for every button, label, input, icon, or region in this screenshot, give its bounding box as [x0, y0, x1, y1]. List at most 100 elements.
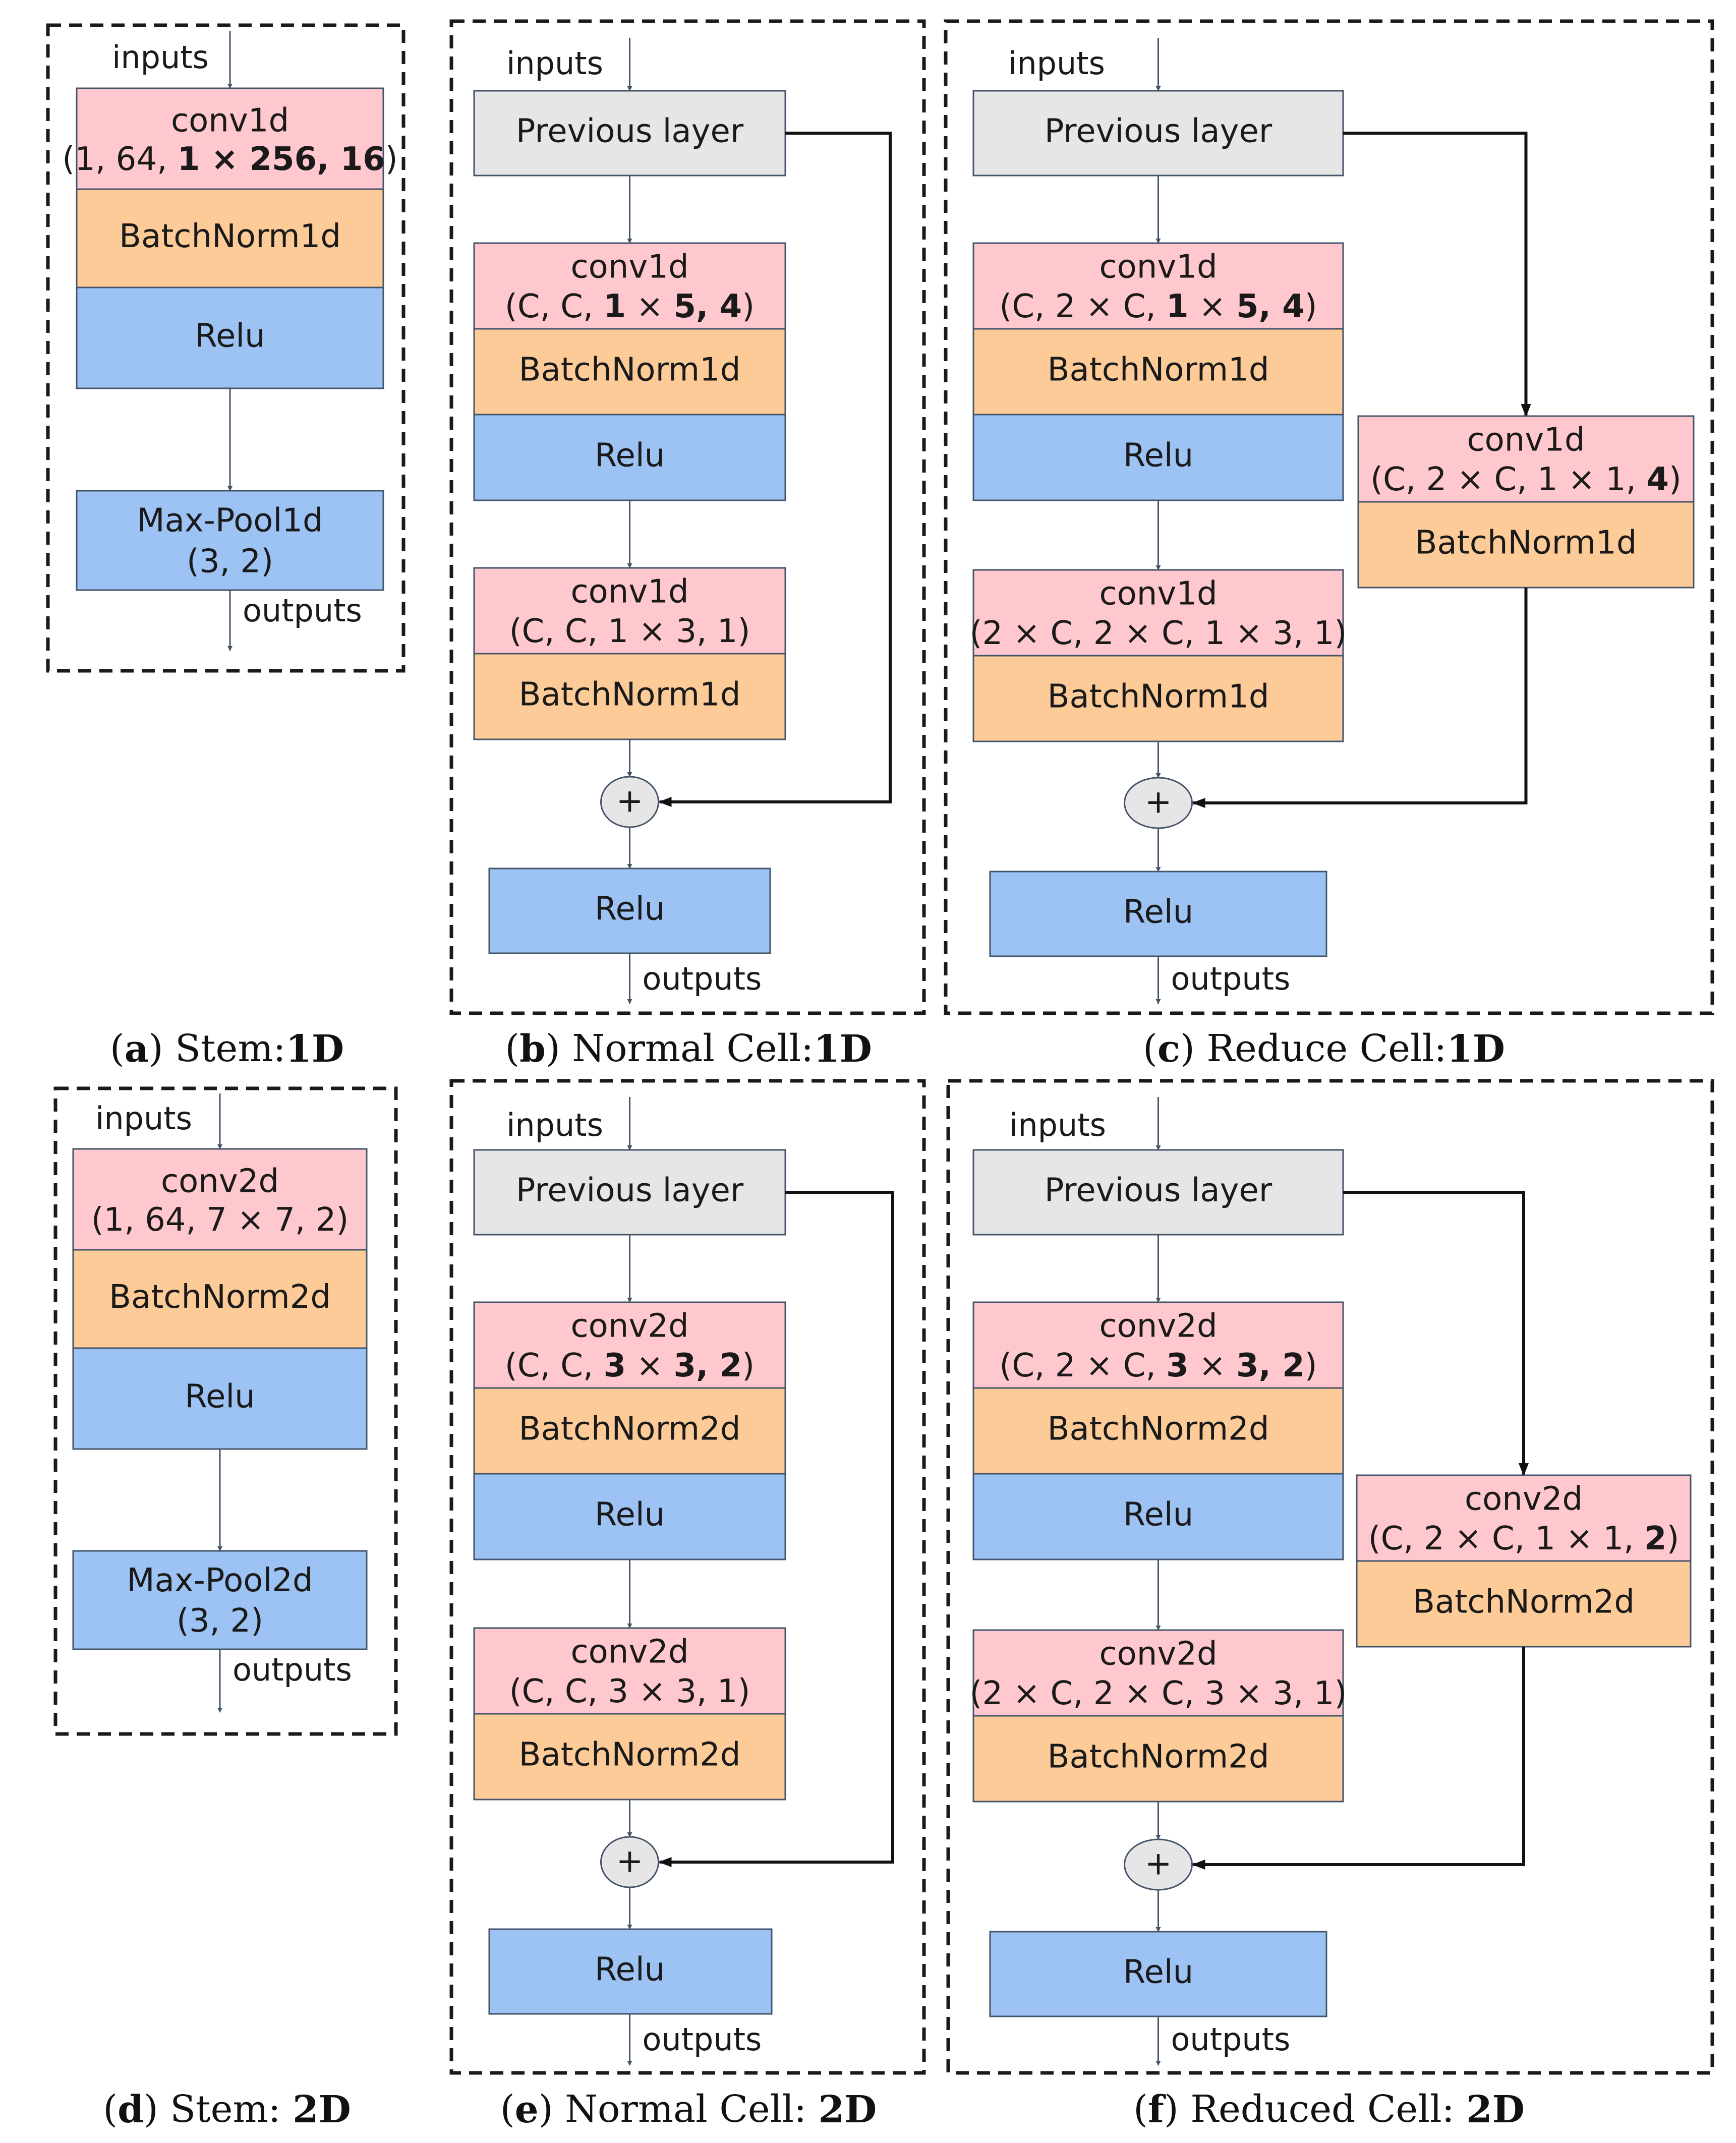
stem1d-caption: (a) Stem:1D	[110, 1027, 344, 1070]
stem1d-outputs-label: outputs	[243, 592, 362, 629]
stem1d-maxpool-box	[76, 490, 384, 591]
reduce2d-conv2-params: (2 × C, 2 × C, 3 × 3, 1)	[970, 1675, 1347, 1712]
normal2d-conv2-name: conv2d	[570, 1634, 688, 1671]
stem2d-conv-box	[72, 1148, 368, 1251]
reduce1d-panel	[944, 19, 1714, 1015]
stem1d-inputs-label: inputs	[112, 39, 209, 76]
normal2d-relu1-box	[473, 1473, 786, 1560]
stem1d-conv-params: (1, 64, 1 × 256, 16)	[62, 141, 397, 178]
reduce1d-skip-conv-name: conv1d	[1467, 422, 1585, 459]
stem1d-maxpool-name: Max-Pool1d	[137, 502, 323, 540]
stem2d-batchnorm-box	[72, 1249, 368, 1349]
normal1d-inputs-label: inputs	[506, 45, 603, 82]
normal1d-batchnorm1-box	[473, 328, 786, 416]
reduce1d-relu-out-box	[989, 871, 1327, 957]
reduce2d-relu1-label: Relu	[1123, 1496, 1193, 1534]
reduce2d-relu-out-label: Relu	[1123, 1954, 1193, 1991]
normal1d-previous-layer-label: Previous layer	[516, 113, 744, 150]
normal1d-batchnorm1-label: BatchNorm1d	[519, 352, 741, 389]
normal2d-relu-out-label: Relu	[595, 1951, 665, 1989]
reduce2d-batchnorm1-label: BatchNorm2d	[1048, 1411, 1269, 1448]
reduce1d-outputs-label: outputs	[1171, 960, 1291, 997]
reduce1d-batchnorm2-label: BatchNorm1d	[1048, 678, 1269, 716]
stem1d-conv-box	[76, 87, 384, 190]
reduce2d-conv2-box	[972, 1629, 1344, 1717]
normal1d-conv1-name: conv1d	[570, 249, 688, 286]
reduce1d-skip-conv-box	[1357, 415, 1695, 503]
reduce2d-caption: (f) Reduced Cell: 2D	[1133, 2088, 1525, 2131]
normal1d-relu1-label: Relu	[595, 437, 665, 475]
reduce1d-conv1-name: conv1d	[1099, 249, 1217, 286]
reduce2d-inputs-label: inputs	[1009, 1107, 1106, 1143]
normal2d-batchnorm1-box	[473, 1387, 786, 1475]
reduce1d-conv1-box	[972, 242, 1344, 330]
stem2d-conv-params: (1, 64, 7 × 7, 2)	[91, 1201, 349, 1239]
normal1d-conv2-box	[473, 567, 786, 655]
normal2d-conv2-params: (C, C, 3 × 3, 1)	[509, 1673, 750, 1710]
reduce2d-batchnorm1-box	[972, 1387, 1344, 1475]
normal1d-batchnorm2-box	[473, 653, 786, 740]
normal1d-conv1-params: (C, C, 1 × 5, 4)	[505, 288, 755, 325]
reduce2d-add-symbol: +	[1145, 1845, 1172, 1883]
stem2d-outputs-label: outputs	[233, 1651, 352, 1688]
reduce2d-skip-connection-out	[1192, 1647, 1525, 1870]
normal2d-relu1-label: Relu	[595, 1496, 665, 1534]
reduce2d-skip-conv-box	[1356, 1474, 1692, 1562]
normal2d-previous-layer-box	[473, 1149, 786, 1236]
reduce2d-outputs-label: outputs	[1171, 2021, 1291, 2058]
reduce2d-skip-batchnorm-box	[1356, 1560, 1692, 1648]
reduce2d-skip-batchnorm-label: BatchNorm2d	[1413, 1584, 1635, 1621]
normal2d-skip-connection	[658, 1191, 894, 1867]
reduce1d-conv2-box	[972, 569, 1344, 657]
reduce1d-add-symbol: +	[1145, 784, 1172, 821]
normal1d-outputs-label: outputs	[643, 960, 762, 997]
stem1d-relu-label: Relu	[195, 318, 265, 355]
stem2d-relu-box	[72, 1347, 368, 1450]
reduce2d-previous-layer-box	[972, 1149, 1344, 1236]
reduce2d-conv1-box	[972, 1301, 1344, 1389]
reduce1d-batchnorm1-box	[972, 328, 1344, 416]
normal2d-batchnorm1-label: BatchNorm2d	[519, 1411, 741, 1448]
reduce1d-inputs-label: inputs	[1008, 45, 1105, 82]
reduce1d-previous-layer-label: Previous layer	[1045, 113, 1272, 150]
reduce2d-conv2-name: conv2d	[1099, 1636, 1217, 1673]
reduce2d-conv1-name: conv2d	[1099, 1308, 1217, 1345]
normal2d-outputs-label: outputs	[643, 2021, 762, 2058]
reduce2d-previous-layer-label: Previous layer	[1045, 1172, 1272, 1209]
stem1d-conv-name: conv1d	[171, 102, 289, 140]
stem2d-maxpool-params: (3, 2)	[177, 1602, 263, 1640]
normal1d-relu1-box	[473, 414, 786, 501]
reduce2d-skip-conv-params: (C, 2 × C, 1 × 1, 2)	[1368, 1520, 1680, 1557]
reduce1d-skip-batchnorm-label: BatchNorm1d	[1415, 525, 1637, 562]
stem2d-batchnorm-label: BatchNorm2d	[109, 1279, 331, 1316]
reduce1d-relu-out-label: Relu	[1123, 894, 1193, 931]
stem2d-panel	[53, 1086, 398, 1736]
stem2d-conv-name: conv2d	[161, 1163, 279, 1200]
normal2d-conv2-box	[473, 1627, 786, 1715]
normal1d-add-symbol: +	[616, 783, 644, 820]
reduce1d-previous-layer-box	[972, 90, 1344, 177]
normal2d-conv1-params: (C, C, 3 × 3, 2)	[505, 1347, 755, 1384]
reduce2d-batchnorm2-label: BatchNorm2d	[1048, 1739, 1269, 1776]
normal1d-previous-layer-box	[473, 90, 786, 177]
normal2d-caption: (e) Normal Cell: 2D	[500, 2088, 877, 2131]
stem2d-inputs-label: inputs	[95, 1100, 192, 1137]
reduce2d-relu-out-box	[989, 1931, 1327, 2017]
reduce2d-panel	[946, 1079, 1714, 2075]
stem1d-batchnorm-box	[76, 188, 384, 288]
normal1d-panel	[449, 19, 926, 1015]
reduce1d-skip-connection-in	[1343, 132, 1531, 417]
reduce2d-skip-connection-in	[1343, 1191, 1529, 1476]
stem1d-panel	[46, 23, 406, 673]
reduce1d-relu1-label: Relu	[1123, 437, 1193, 475]
reduce1d-conv1-params: (C, 2 × C, 1 × 5, 4)	[999, 288, 1317, 325]
stem1d-maxpool-params: (3, 2)	[187, 543, 273, 580]
reduce2d-skip-conv-name: conv2d	[1465, 1481, 1583, 1518]
stem2d-caption: (d) Stem: 2D	[103, 2088, 351, 2131]
normal2d-inputs-label: inputs	[506, 1107, 603, 1143]
reduce1d-batchnorm1-label: BatchNorm1d	[1048, 352, 1269, 389]
reduce1d-conv2-params: (2 × C, 2 × C, 1 × 3, 1)	[970, 615, 1347, 652]
normal1d-relu-out-label: Relu	[595, 891, 665, 928]
